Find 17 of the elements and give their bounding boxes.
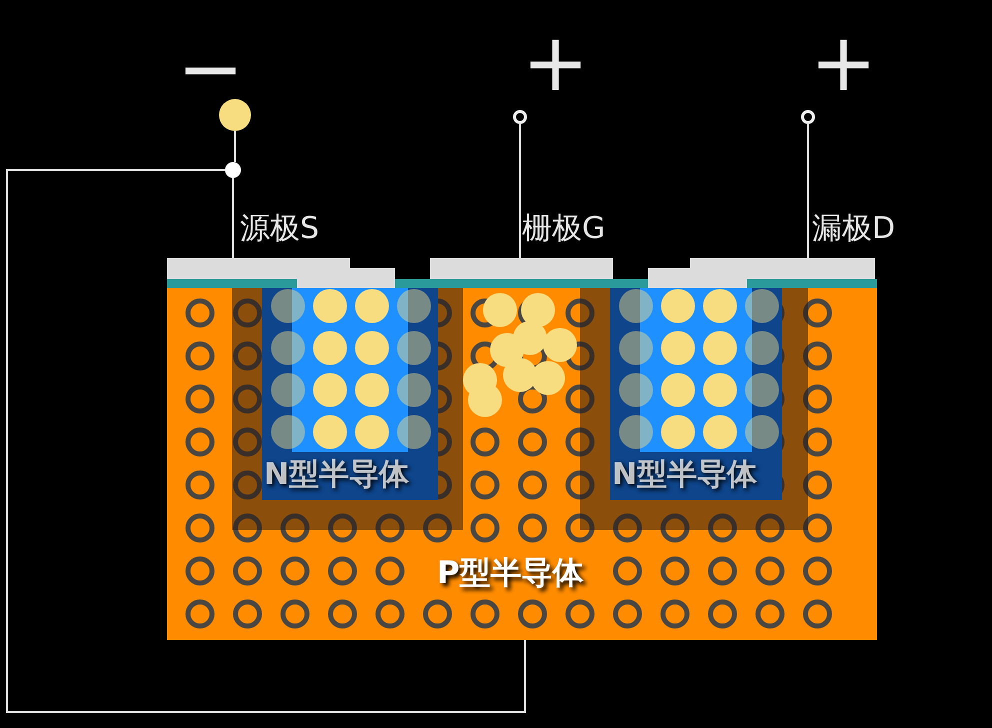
- wire: [6, 169, 526, 713]
- junction-dot: [225, 162, 241, 178]
- n-type-region: [610, 288, 782, 500]
- region-label: P型半导体: [437, 554, 584, 593]
- n-type-region: [262, 288, 438, 500]
- region-label: N型半导体: [264, 456, 410, 494]
- polarity-sign: −: [177, 29, 244, 109]
- wire: [807, 124, 809, 258]
- wire: [234, 131, 236, 162]
- wire: [519, 124, 521, 258]
- electrode-label: 源极S: [240, 210, 320, 248]
- polarity-sign: +: [522, 23, 590, 103]
- region-label: N型半导体: [612, 456, 758, 494]
- polarity-sign: +: [810, 23, 878, 103]
- wire: [232, 178, 234, 258]
- electrode-label: 栅极G: [522, 210, 606, 248]
- electrode-label: 漏极D: [812, 210, 896, 248]
